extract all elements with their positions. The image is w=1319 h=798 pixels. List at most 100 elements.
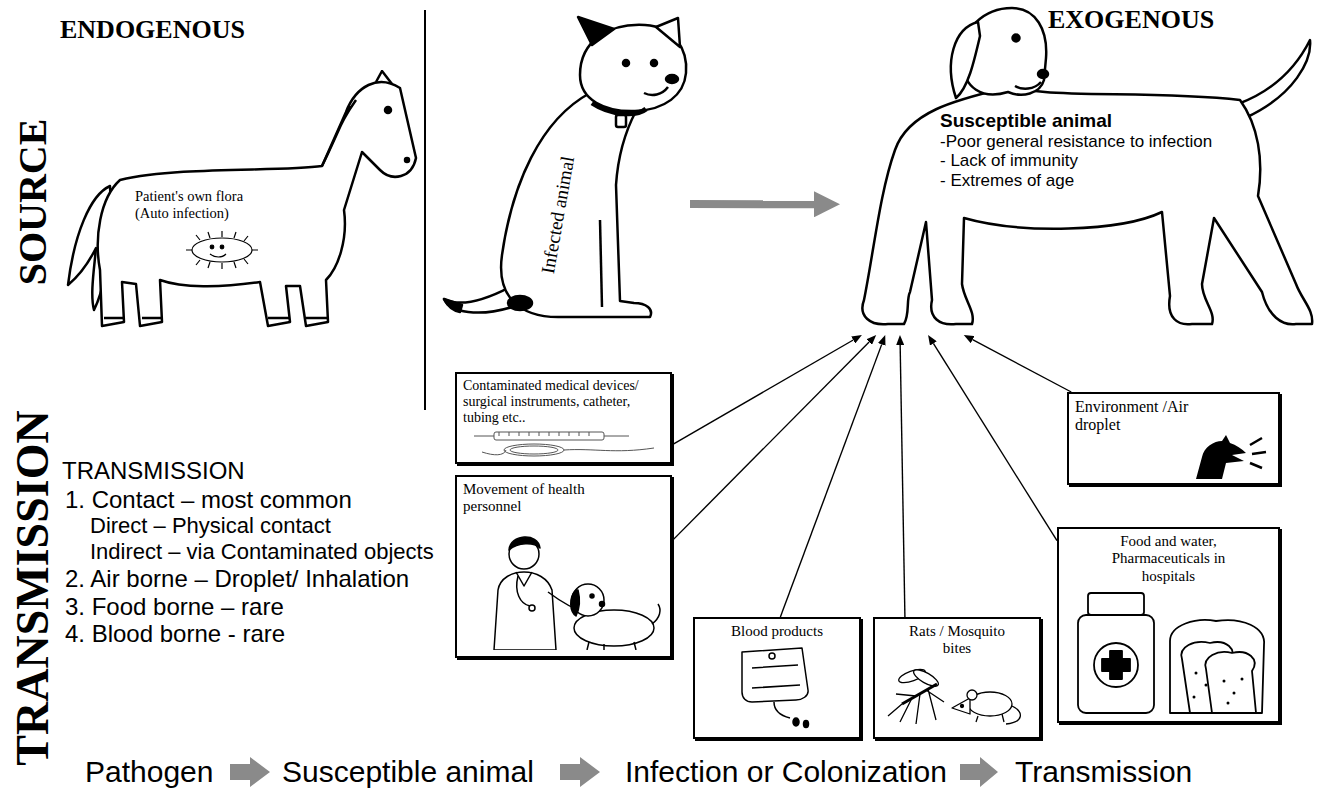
food-part bbox=[1078, 615, 1154, 713]
barking-part bbox=[1250, 438, 1266, 468]
dog-part bbox=[1013, 35, 1020, 42]
blood-part bbox=[774, 702, 790, 718]
dog-part bbox=[600, 220, 602, 307]
blood-bag-picture bbox=[702, 644, 852, 729]
source-box: Rats / Mosquito bites bbox=[873, 617, 1041, 739]
blood-part bbox=[742, 648, 809, 728]
bacterium-part bbox=[210, 254, 226, 257]
food-part bbox=[1241, 677, 1244, 680]
dog-drawing bbox=[862, 8, 1312, 324]
dog-part bbox=[862, 88, 1312, 324]
horse-part bbox=[376, 71, 392, 84]
mosquito-part bbox=[961, 704, 964, 707]
food-part bbox=[1195, 671, 1198, 674]
mosquito-part bbox=[976, 706, 1020, 724]
body-text: -Poor general resistance to infection bbox=[940, 132, 1240, 152]
flow-step: Susceptible animal bbox=[282, 755, 534, 788]
vet-part bbox=[590, 594, 594, 598]
body-text: - Extremes of age bbox=[940, 171, 1240, 191]
medical-part bbox=[499, 432, 589, 436]
food-part bbox=[1094, 643, 1138, 687]
row-heading: TRANSMISSION bbox=[8, 410, 59, 765]
medical-devices-picture bbox=[464, 430, 664, 458]
food-part bbox=[1078, 593, 1264, 713]
list-subitem: Direct – Physical contact bbox=[90, 514, 331, 538]
flow-arrow bbox=[560, 757, 600, 787]
divider-line bbox=[424, 10, 426, 410]
source-box: Movement of health personnel bbox=[455, 475, 672, 658]
section-heading: ENDOGENOUS bbox=[60, 16, 245, 45]
flow-step: Pathogen bbox=[85, 755, 213, 788]
medical-part bbox=[510, 446, 558, 454]
bacterium-part bbox=[220, 245, 224, 249]
route-arrow bbox=[780, 344, 881, 617]
blood-part bbox=[742, 648, 808, 702]
mosquito-part bbox=[952, 698, 970, 714]
horse-part bbox=[98, 82, 416, 326]
route-arrow bbox=[933, 343, 1057, 540]
medical-part bbox=[504, 444, 564, 456]
vet-part bbox=[494, 572, 556, 650]
animal-figure: Susceptible animal-Poor general resistan… bbox=[840, 0, 1316, 335]
source-box: Contaminated medical devices/ surgical i… bbox=[455, 372, 672, 464]
body-text: Patient's own flora (Auto infection) bbox=[135, 188, 259, 221]
box-text: Blood products bbox=[702, 623, 852, 640]
blood-part bbox=[752, 665, 800, 688]
dog-part bbox=[651, 60, 657, 66]
text-area: Susceptible animal-Poor general resistan… bbox=[940, 110, 1240, 190]
vet-part bbox=[599, 601, 604, 606]
list-item: 1. Contact – most common bbox=[65, 487, 352, 513]
horse-part bbox=[405, 158, 409, 162]
mosquito-part bbox=[888, 689, 944, 724]
medical-part bbox=[482, 448, 654, 455]
dog-part bbox=[1038, 70, 1048, 78]
vet-part bbox=[516, 576, 529, 606]
bacterium-part bbox=[186, 231, 258, 269]
route-arrow bbox=[672, 342, 869, 541]
box-text: Food and water, Pharmaceuticals in hospi… bbox=[1094, 533, 1244, 585]
box-text: Rats / Mosquito bites bbox=[900, 623, 1015, 658]
food-part bbox=[1205, 652, 1256, 713]
source-box: Food and water, Pharmaceuticals in hospi… bbox=[1057, 527, 1280, 723]
dog-part bbox=[644, 87, 668, 95]
body-text: - Lack of immunity bbox=[940, 151, 1240, 171]
route-arrow bbox=[973, 340, 1072, 392]
mosquito-rat-picture bbox=[882, 662, 1032, 728]
list-item: 4. Blood borne - rare bbox=[65, 621, 285, 647]
horse-part bbox=[385, 107, 391, 113]
vet-part bbox=[587, 642, 636, 650]
food-part bbox=[1193, 671, 1244, 704]
barking-dog-icon bbox=[1192, 435, 1272, 479]
food-part bbox=[1088, 593, 1144, 615]
route-arrow bbox=[672, 340, 853, 445]
barking-part bbox=[1196, 435, 1246, 479]
box-text: Movement of health personnel bbox=[463, 481, 623, 516]
horse-part bbox=[322, 100, 356, 166]
dog-part bbox=[444, 287, 512, 313]
medical-part bbox=[494, 432, 604, 440]
section-heading: EXOGENOUS bbox=[1048, 6, 1214, 35]
horse-drawing bbox=[68, 71, 416, 326]
animal-figure: Patient's own flora (Auto infection) bbox=[60, 70, 420, 335]
blood-part bbox=[769, 653, 775, 659]
flow-step: Transmission bbox=[1015, 755, 1192, 788]
vet-part bbox=[516, 572, 532, 586]
dog-part bbox=[444, 299, 462, 312]
dog-part bbox=[578, 17, 614, 45]
dog-part bbox=[951, 22, 980, 98]
list-heading: TRANSMISSION bbox=[62, 458, 245, 484]
bacterium-part bbox=[192, 238, 252, 262]
dog-part bbox=[1015, 82, 1041, 89]
food-part bbox=[1233, 691, 1236, 694]
food-part bbox=[1102, 651, 1130, 679]
blood-part bbox=[804, 721, 809, 728]
dog-part bbox=[666, 75, 678, 83]
bacterium-part bbox=[210, 245, 214, 249]
bacterium bbox=[186, 231, 258, 269]
list-subitem: Indirect – via Contaminated objects bbox=[90, 540, 434, 564]
dog-drawing bbox=[444, 17, 686, 317]
box-text: Environment /Air droplet bbox=[1075, 398, 1205, 435]
food-part bbox=[1205, 683, 1208, 686]
dog-part bbox=[616, 115, 626, 127]
